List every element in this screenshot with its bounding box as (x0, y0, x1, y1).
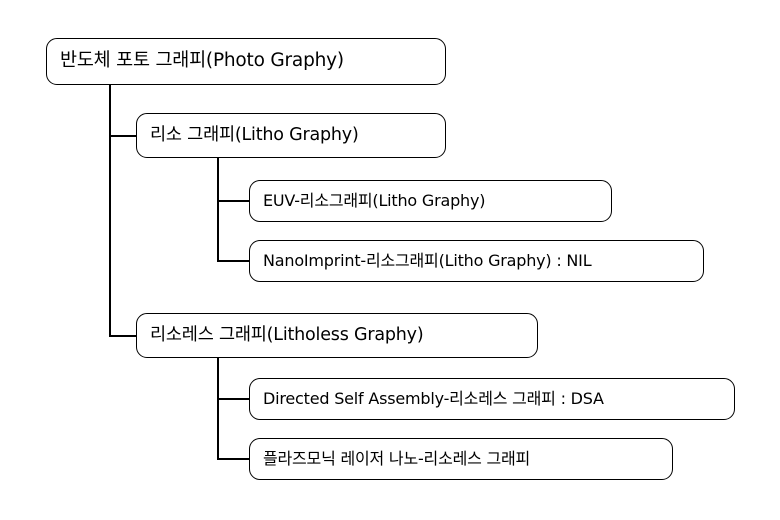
node-litholess-label: 리소레스 그래피(Litholess Graphy) (150, 324, 424, 345)
node-root[interactable]: 반도체 포토 그래피(Photo Graphy) (46, 38, 446, 85)
connector-litholess-to-plasmonic (217, 458, 250, 460)
connector-litho-to-euv (217, 200, 250, 202)
node-litholess[interactable]: 리소레스 그래피(Litholess Graphy) (136, 313, 538, 358)
node-litho[interactable]: 리소 그래피(Litho Graphy) (136, 113, 446, 158)
node-dsa[interactable]: Directed Self Assembly-리소레스 그래피 : DSA (249, 378, 735, 420)
connector-litholess-trunk (217, 358, 219, 460)
node-plasmonic[interactable]: 플라즈모닉 레이저 나노-리소레스 그래피 (249, 438, 673, 480)
node-euv-label: EUV-리소그래피(Litho Graphy) (263, 191, 486, 211)
node-plasmonic-label: 플라즈모닉 레이저 나노-리소레스 그래피 (263, 449, 531, 469)
node-nanoimprint-label: NanoImprint-리소그래피(Litho Graphy) : NIL (263, 251, 592, 271)
connector-root-trunk (109, 85, 111, 337)
node-euv[interactable]: EUV-리소그래피(Litho Graphy) (249, 180, 612, 222)
node-dsa-label: Directed Self Assembly-리소레스 그래피 : DSA (263, 389, 604, 409)
connector-root-to-litho (109, 135, 137, 137)
connector-root-to-litholess (109, 335, 137, 337)
connector-litho-to-nanoimprint (217, 260, 250, 262)
connector-litholess-to-dsa (217, 398, 250, 400)
node-litho-label: 리소 그래피(Litho Graphy) (150, 124, 359, 145)
connector-litho-trunk (217, 158, 219, 262)
node-root-label: 반도체 포토 그래피(Photo Graphy) (60, 50, 344, 72)
node-nanoimprint[interactable]: NanoImprint-리소그래피(Litho Graphy) : NIL (249, 240, 704, 282)
